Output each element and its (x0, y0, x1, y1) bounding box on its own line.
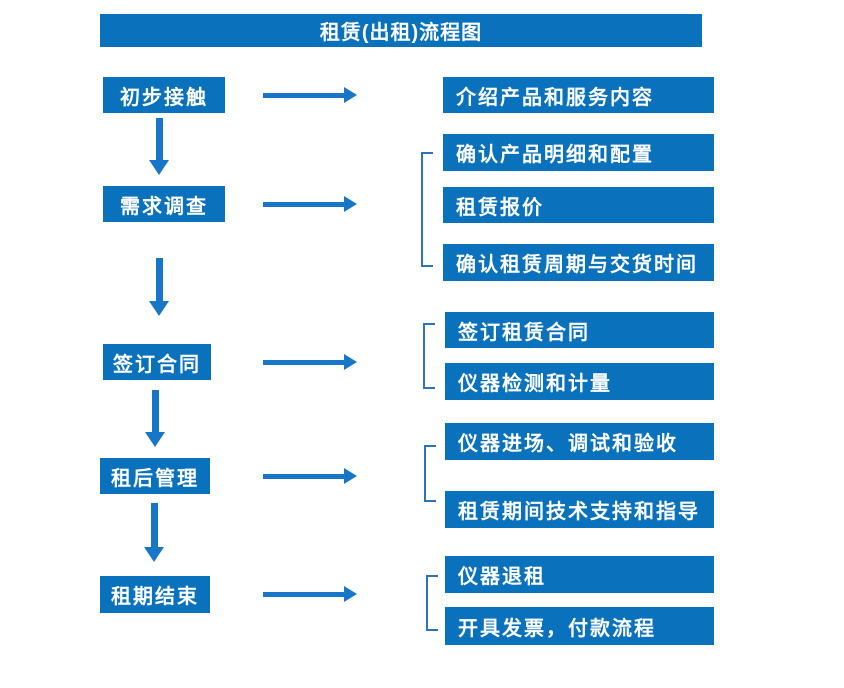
detail-box-instrument-testing-metrology: 仪器检测和计量 (445, 363, 714, 400)
arrow-head (344, 468, 357, 484)
arrow-shaft (263, 473, 344, 479)
arrow-shaft (263, 359, 344, 365)
right-arrow-icon-1 (263, 87, 357, 103)
arrow-head (149, 301, 169, 316)
arrow-shaft (263, 591, 344, 597)
detail-box-tech-support-guidance: 租赁期间技术支持和指导 (445, 491, 714, 528)
step-box-sign-contract: 签订合同 (103, 344, 211, 380)
arrow-shaft (263, 92, 344, 98)
right-arrow-icon-3 (263, 354, 357, 370)
right-arrow-icon-2 (263, 196, 357, 212)
group-bracket-demand-survey (421, 152, 433, 267)
detail-box-confirm-product-details-config: 确认产品明细和配置 (443, 134, 714, 171)
step-box-initial-contact: 初步接触 (103, 77, 225, 113)
right-arrow-icon-5 (263, 586, 357, 602)
detail-box-introduce-products-services: 介绍产品和服务内容 (443, 77, 714, 113)
step-box-rental-period-end: 租期结束 (100, 576, 210, 613)
down-arrow-icon-1 (149, 118, 169, 175)
arrow-head (144, 547, 164, 562)
arrow-head (344, 196, 357, 212)
arrow-head (344, 586, 357, 602)
down-arrow-icon-2 (149, 258, 169, 316)
detail-box-rental-quotation: 租赁报价 (443, 187, 714, 223)
arrow-shaft (155, 258, 163, 301)
arrow-head (344, 354, 357, 370)
arrow-shaft (151, 390, 159, 432)
flowchart-title: 租赁(出租)流程图 (319, 22, 483, 44)
group-bracket-rental-end (426, 575, 438, 631)
detail-box-instrument-entry-commissioning-acceptance: 仪器进场、调试和验收 (445, 423, 714, 460)
step-box-post-rental-management: 租后管理 (100, 458, 210, 494)
down-arrow-icon-3 (145, 390, 165, 447)
arrow-head (149, 160, 169, 175)
detail-box-confirm-rental-period-delivery: 确认租赁周期与交货时间 (443, 244, 714, 281)
down-arrow-icon-4 (144, 503, 164, 562)
right-arrow-icon-4 (263, 468, 357, 484)
arrow-shaft (263, 201, 344, 207)
detail-box-sign-rental-contract: 签订租赁合同 (445, 312, 714, 348)
arrow-shaft (155, 118, 163, 160)
group-bracket-sign-contract (423, 323, 435, 389)
arrow-head (344, 87, 357, 103)
step-box-demand-survey: 需求调查 (103, 186, 225, 222)
detail-box-invoice-payment-process: 开具发票，付款流程 (445, 607, 714, 645)
detail-box-instrument-return: 仪器退租 (445, 556, 714, 593)
group-bracket-post-rental (424, 445, 436, 502)
arrow-shaft (150, 503, 158, 547)
flowchart-title-bar: 租赁(出租)流程图 (100, 14, 702, 47)
arrow-head (145, 432, 165, 447)
